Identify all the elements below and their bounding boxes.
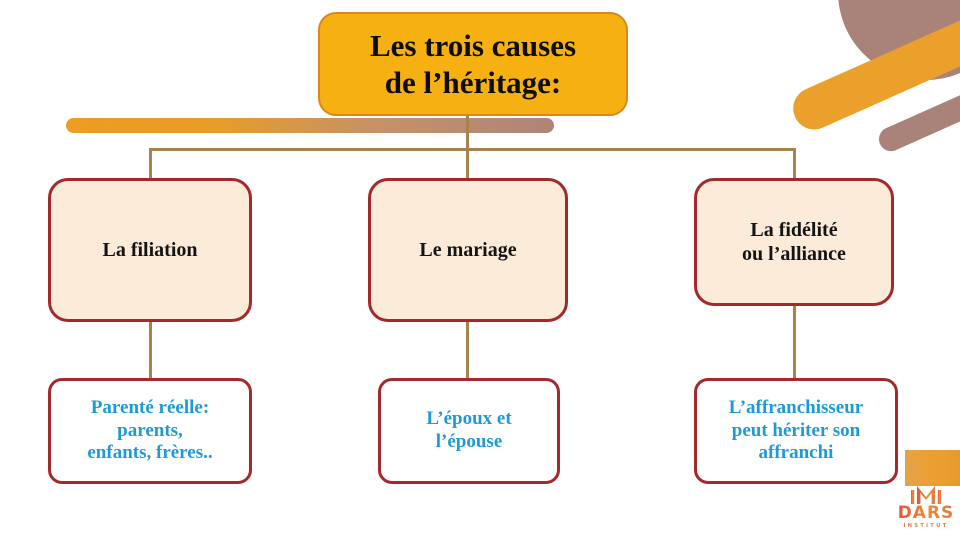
detail-2-line-2: peut hériter son [731, 419, 861, 441]
connector-to-cause-0 [149, 148, 152, 180]
cause-box-filiation: La filiation [48, 178, 252, 322]
connector-title-stem [466, 116, 469, 150]
decorative-title-underline-bar [66, 118, 554, 133]
logo-subtitle: INSTITUT [903, 523, 949, 529]
connector-to-cause-2 [793, 148, 796, 180]
detail-box-epoux-epouse: L’époux et l’épouse [378, 378, 560, 484]
detail-0-line-2: parents, [117, 419, 183, 441]
cause-label-1: Le mariage [419, 239, 517, 261]
decorative-mauve-diagonal-bar [875, 72, 960, 155]
detail-box-parente-reelle: Parenté réelle: parents, enfants, frères… [48, 378, 252, 484]
title-line-2: de l’héritage: [384, 65, 562, 100]
connector-cause-1-to-detail-1 [466, 320, 469, 380]
detail-0-line-3: enfants, frères.. [87, 442, 213, 464]
connector-cause-0-to-detail-0 [149, 320, 152, 380]
title-line-1: Les trois causes [369, 27, 577, 63]
dars-institut-logo: DARS INSTITUT [896, 484, 956, 534]
detail-1-line-2: l’épouse [435, 431, 503, 452]
detail-2-line-3: affranchi [758, 442, 834, 464]
title-box: Les trois causes de l’héritage: [318, 12, 628, 116]
detail-box-affranchisseur: L’affranchisseur peut hériter son affran… [694, 378, 898, 484]
decorative-mauve-wedge [815, 0, 960, 103]
connector-to-cause-1 [466, 148, 469, 180]
detail-1-line-1: L’époux et [426, 408, 512, 430]
detail-0-line-1: Parenté réelle: [90, 396, 210, 418]
cause-label-2-line-2: ou l’alliance [742, 243, 846, 265]
cause-label-0: La filiation [102, 239, 198, 261]
decorative-orange-diagonal-bar [786, 0, 960, 137]
cause-label-2-line-1: La fidélité [750, 219, 838, 241]
cause-box-mariage: Le mariage [368, 178, 568, 322]
logo-wordmark: DARS [897, 503, 955, 523]
detail-2-line-1: L’affranchisseur [728, 396, 864, 418]
logo-mark-icon [911, 486, 941, 504]
cause-box-fidelite: La fidélité ou l’alliance [694, 178, 894, 306]
connector-horizontal-bus [150, 148, 795, 151]
connector-cause-2-to-detail-2 [793, 304, 796, 380]
decorative-corner-orange-block [905, 450, 960, 486]
